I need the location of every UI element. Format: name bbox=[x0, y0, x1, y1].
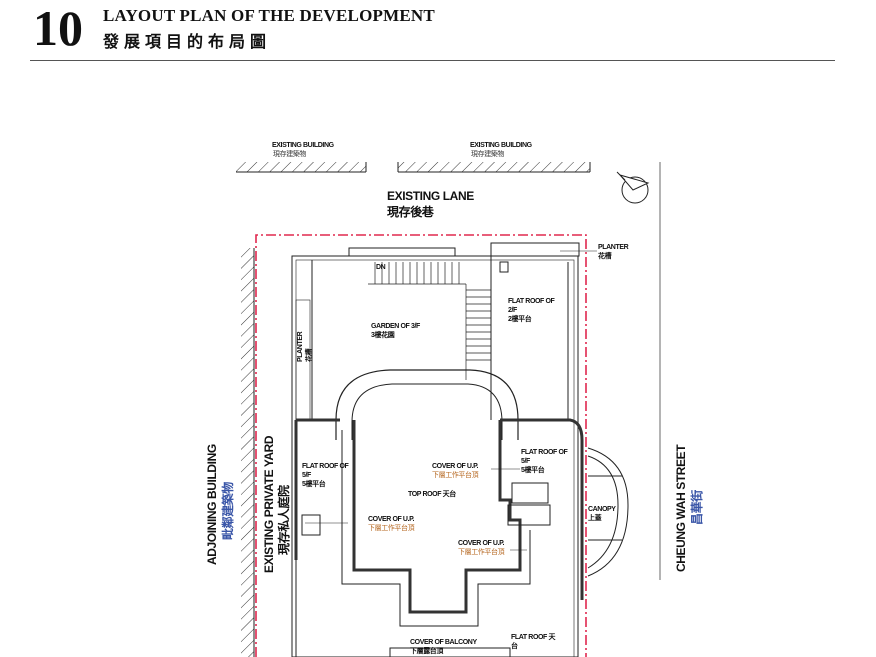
flat-roof-5f-right-floor: 5/F bbox=[521, 458, 530, 465]
cover-up-label-2: COVER OF U.P. bbox=[368, 516, 415, 523]
existing-lane-label: EXISTING LANE bbox=[387, 189, 474, 203]
page-title: LAYOUT PLAN OF THE DEVELOPMENT bbox=[103, 6, 435, 25]
cover-balcony-label-zh: 下層露台頂 bbox=[410, 648, 443, 655]
flat-roof-5f-right-label-zh: 5樓平台 bbox=[521, 467, 545, 474]
existing-lane-label-zh: 現存後巷 bbox=[387, 205, 434, 219]
staircase bbox=[368, 262, 492, 380]
flat-roof-2f-floor: 2/F bbox=[508, 307, 517, 314]
cover-up-label-3: COVER OF U.P. bbox=[458, 540, 505, 547]
garden-3f-label-zh: 3樓花園 bbox=[371, 332, 395, 339]
leader-lines bbox=[305, 250, 597, 551]
page-title-zh: 發展項目的布局圖 bbox=[103, 32, 272, 51]
flat-roof-5f-right-label: FLAT ROOF OF bbox=[521, 449, 568, 456]
existing-private-yard-label: EXISTING PRIVATE YARD bbox=[262, 435, 276, 573]
site-boundary bbox=[255, 234, 587, 657]
flat-roof-bottom-label: FLAT ROOF 天 bbox=[511, 634, 556, 641]
planter-left-label-zh: 花槽 bbox=[306, 348, 313, 362]
section-number: 10 bbox=[33, 0, 83, 56]
flat-roof-2f-label: FLAT ROOF OF bbox=[508, 298, 555, 305]
cover-balcony-label: COVER OF BALCONY bbox=[410, 639, 477, 646]
building-outline bbox=[291, 242, 629, 657]
cover-up-label-1-zh: 下層工作平台頂 bbox=[432, 472, 479, 479]
street-name-label-zh: 昌華街 bbox=[690, 490, 704, 525]
flat-roof-5f-left-label-zh: 5樓平台 bbox=[302, 481, 326, 488]
existing-private-yard-label-zh: 現存私人庭院 bbox=[277, 485, 291, 555]
flat-roof-2f-label-zh: 2樓平台 bbox=[508, 316, 532, 323]
existing-building-hatch bbox=[236, 162, 661, 657]
planter-label: PLANTER bbox=[598, 244, 629, 251]
flat-roof-5f-left-label: FLAT ROOF OF bbox=[302, 463, 349, 470]
existing-building-label-1: EXISTING BUILDING bbox=[272, 142, 334, 149]
flat-roof-bottom-label-2: 台 bbox=[511, 643, 518, 650]
cover-up-label-2-zh: 下層工作平台頂 bbox=[368, 525, 415, 532]
planter-left-label: PLANTER bbox=[297, 331, 304, 362]
planter-label-zh: 花槽 bbox=[598, 253, 612, 260]
cover-up-label-3-zh: 下層工作平台頂 bbox=[458, 549, 505, 556]
top-roof-label: TOP ROOF 天台 bbox=[408, 491, 456, 498]
flat-roof-5f-left-floor: 5/F bbox=[302, 472, 311, 479]
adjoining-building-label-zh: 毗鄰建築物 bbox=[221, 481, 235, 540]
canopy-label: CANOPY bbox=[588, 506, 616, 513]
cover-up-label-1: COVER OF U.P. bbox=[432, 463, 479, 470]
header-divider bbox=[30, 60, 835, 61]
canopy-label-zh: 上蓋 bbox=[588, 515, 602, 522]
existing-building-label-1-zh: 現存建築物 bbox=[273, 151, 306, 158]
street-name-label: CHEUNG WAH STREET bbox=[674, 444, 688, 572]
garden-3f-label: GARDEN OF 3/F bbox=[371, 323, 420, 330]
adjoining-building-label: ADJOINING BUILDING bbox=[205, 444, 219, 565]
stair-down-label: DN bbox=[376, 264, 386, 271]
north-arrow-icon bbox=[616, 171, 650, 204]
existing-building-label-2-zh: 現存建築物 bbox=[471, 151, 504, 158]
existing-building-label-2: EXISTING BUILDING bbox=[470, 142, 532, 149]
